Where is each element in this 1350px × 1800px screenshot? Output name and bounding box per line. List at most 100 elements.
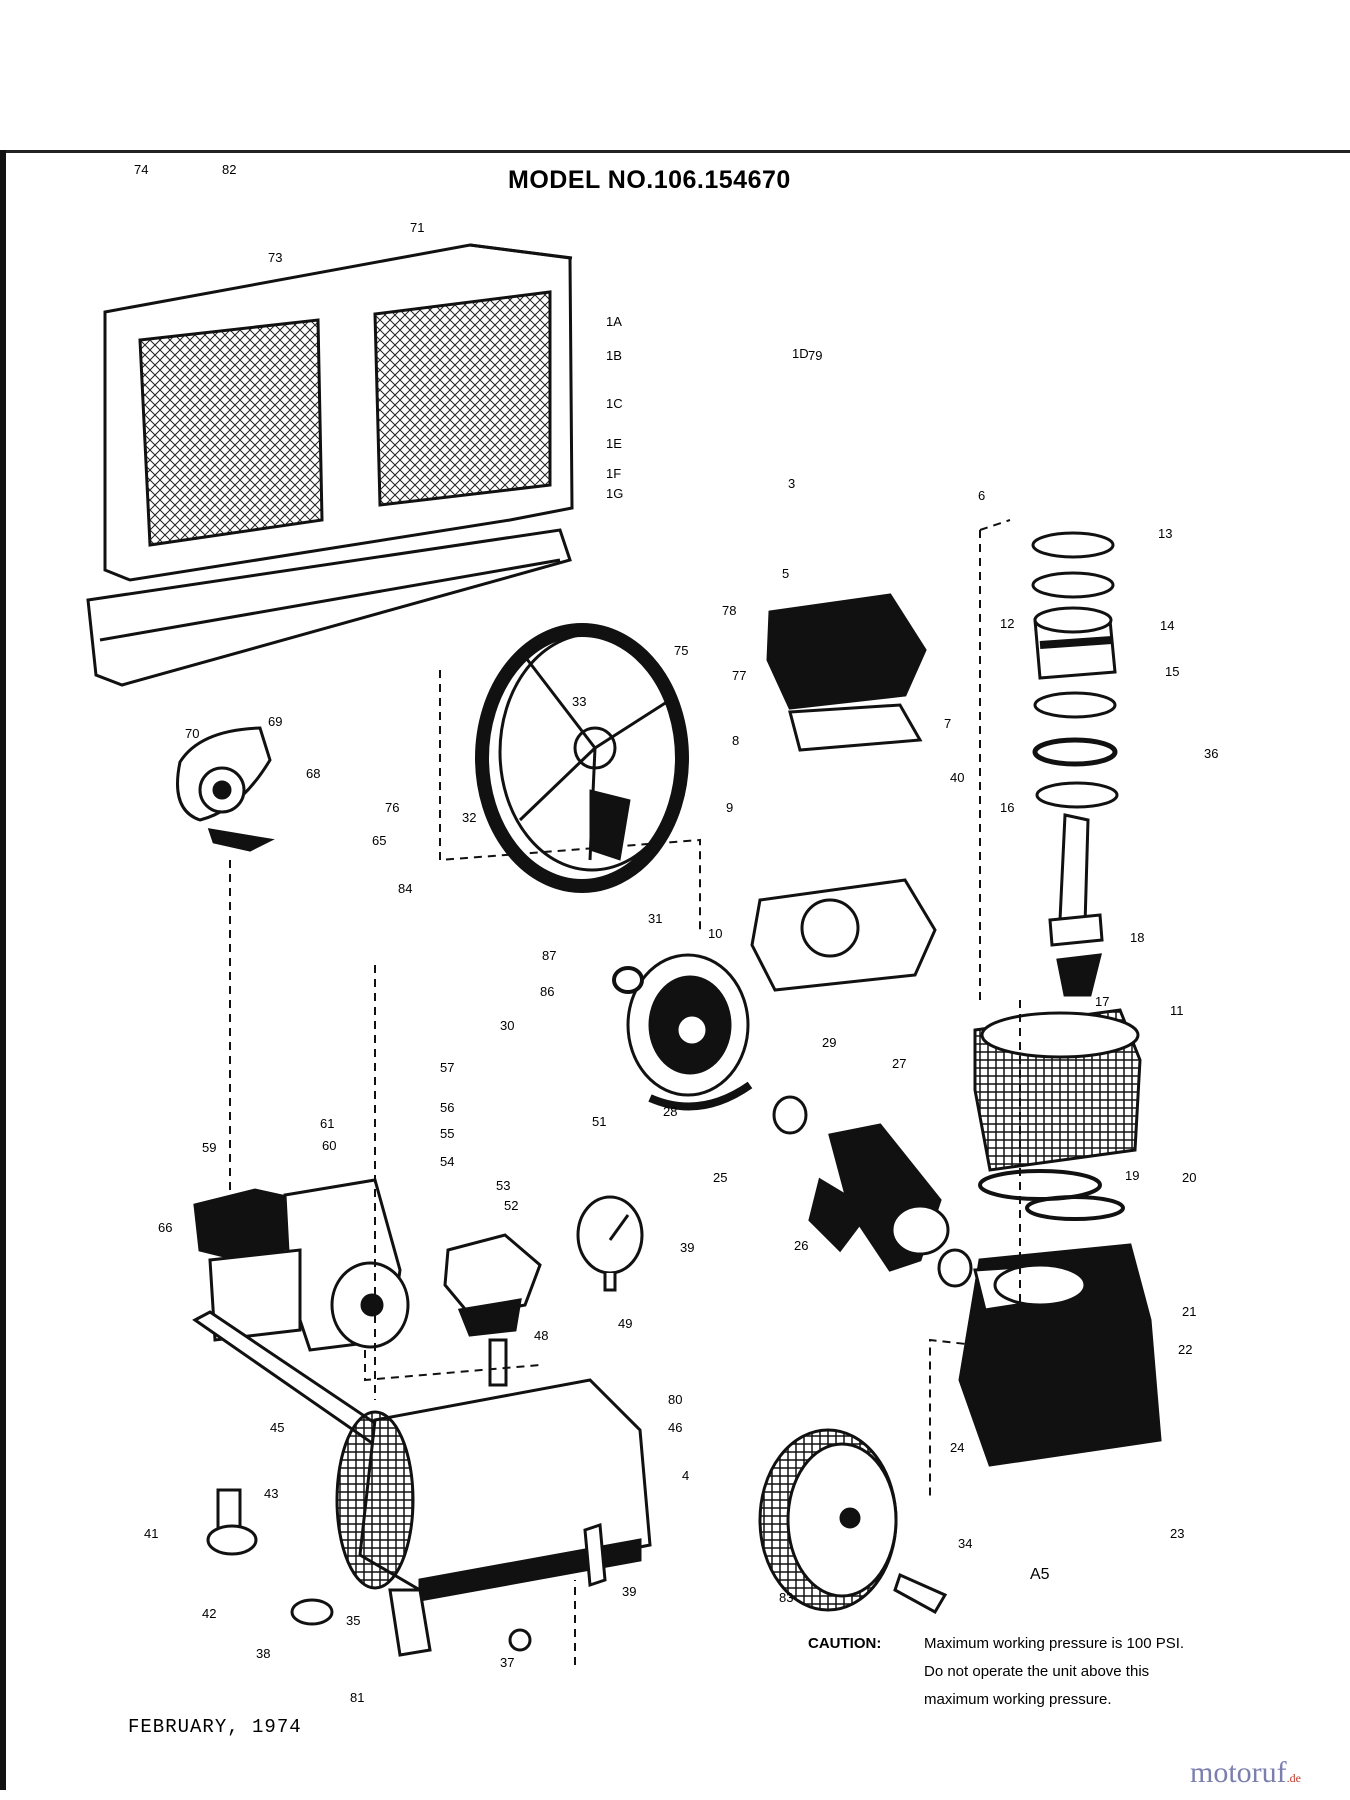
callout-48: 48: [534, 1328, 548, 1343]
callout-54: 54: [440, 1154, 454, 1169]
wheel: [758, 1428, 898, 1612]
callout-66: 66: [158, 1220, 172, 1235]
callout-39: 39: [622, 1584, 636, 1599]
callout-83: 83: [779, 1590, 793, 1605]
connecting-rod: [1048, 813, 1104, 997]
callout-49: 49: [618, 1316, 632, 1331]
axle-bolt: [893, 1572, 948, 1615]
callout-57: 57: [440, 1060, 454, 1075]
callout-65: 65: [372, 833, 386, 848]
assembly-lines: [229, 519, 1021, 1665]
callout-80: 80: [668, 1392, 682, 1407]
crankcase: [958, 1243, 1162, 1467]
cylinder: [973, 1008, 1142, 1172]
caution-line-1: Maximum working pressure is 100 PSI.: [924, 1635, 1185, 1652]
callout-1B: 1B: [606, 348, 622, 363]
callout-43: 43: [264, 1486, 278, 1501]
callout-61: 61: [320, 1116, 334, 1131]
watermark-logo: motoruf.de: [1190, 1756, 1301, 1790]
callout-1E: 1E: [606, 436, 622, 451]
callout-41: 41: [144, 1526, 158, 1541]
callout-34: 34: [958, 1536, 972, 1551]
callout-17: 17: [1095, 994, 1109, 1009]
callout-23: 23: [1170, 1526, 1184, 1541]
drain-plug: [508, 1628, 532, 1652]
callout-86: 86: [540, 984, 554, 999]
callout-53: 53: [496, 1178, 510, 1193]
caution-line-2: Do not operate the unit above this: [924, 1663, 1150, 1680]
callout-71: 71: [410, 220, 424, 235]
callout-6: 6: [978, 488, 985, 503]
callout-75: 75: [674, 643, 688, 658]
callout-40: 40: [950, 770, 964, 785]
callout-1F: 1F: [606, 466, 621, 481]
callout-7: 7: [944, 716, 951, 731]
cylinder-head: [766, 593, 927, 752]
callout-46: 46: [668, 1420, 682, 1435]
callout-9: 9: [726, 800, 733, 815]
callout-87: 87: [542, 948, 556, 963]
model-title: MODEL NO.106.154670: [508, 166, 791, 194]
callout-1C: 1C: [606, 396, 623, 411]
callout-76: 76: [385, 800, 399, 815]
callout-51: 51: [592, 1114, 606, 1129]
callout-77: 77: [732, 668, 746, 683]
callout-56: 56: [440, 1100, 454, 1115]
callout-31: 31: [648, 911, 662, 926]
callout-60: 60: [322, 1138, 336, 1153]
callout-30: 30: [500, 1018, 514, 1033]
callout-1D: 1D: [792, 346, 809, 361]
belt-guard: [103, 243, 574, 582]
callout-24: 24: [950, 1440, 964, 1455]
valve-plate: [750, 878, 937, 992]
cylinder-gaskets: [978, 1169, 1125, 1221]
callout-52: 52: [504, 1198, 518, 1213]
callout-28: 28: [663, 1104, 677, 1119]
callout-26: 26: [794, 1238, 808, 1253]
callout-82: 82: [222, 162, 236, 177]
callout-37: 37: [500, 1655, 514, 1670]
callout-19: 19: [1125, 1168, 1139, 1183]
callout-21: 21: [1182, 1304, 1196, 1319]
piston: [1033, 606, 1117, 680]
pressure-gauge: [576, 1195, 644, 1292]
bearing-carrier: [626, 953, 753, 1111]
callout-38: 38: [256, 1646, 270, 1661]
callout-35: 35: [346, 1613, 360, 1628]
callout-22: 22: [1178, 1342, 1192, 1357]
callout-29: 29: [822, 1035, 836, 1050]
callout-1A: 1A: [606, 314, 622, 329]
callout-5: 5: [782, 566, 789, 581]
callout-70: 70: [185, 726, 199, 741]
callout-18: 18: [1130, 930, 1144, 945]
frame-left-border: [0, 150, 6, 1790]
callout-20: 20: [1182, 1170, 1196, 1185]
callout-55: 55: [440, 1126, 454, 1141]
reference-code: A5: [1030, 1566, 1050, 1583]
callout-42: 42: [202, 1606, 216, 1621]
motor-pulley: [176, 726, 275, 852]
tank-fitting: [290, 1598, 334, 1626]
callout-13: 13: [1158, 526, 1172, 541]
callout-10: 10: [708, 926, 722, 941]
callout-4: 4: [682, 1468, 689, 1483]
callout-16: 16: [1000, 800, 1014, 815]
callout-45: 45: [270, 1420, 284, 1435]
callout-68: 68: [306, 766, 320, 781]
frame-top-border: [0, 150, 1350, 153]
callout-11: 11: [1170, 1003, 1184, 1018]
caution-message: Maximum working pressure is 100 PSI. Do …: [924, 1630, 1264, 1714]
piston-rings: [1031, 531, 1119, 809]
print-date: FEBRUARY, 1974: [128, 1716, 302, 1738]
air-tank: [335, 1378, 652, 1657]
callout-25: 25: [713, 1170, 727, 1185]
oil-seal: [612, 966, 644, 994]
crankshaft: [808, 1123, 950, 1272]
callout-39: 39: [680, 1240, 694, 1255]
callout-1G: 1G: [606, 486, 623, 501]
bearings: [772, 1095, 973, 1288]
callout-78: 78: [722, 603, 736, 618]
guard-bracket: [86, 528, 572, 687]
